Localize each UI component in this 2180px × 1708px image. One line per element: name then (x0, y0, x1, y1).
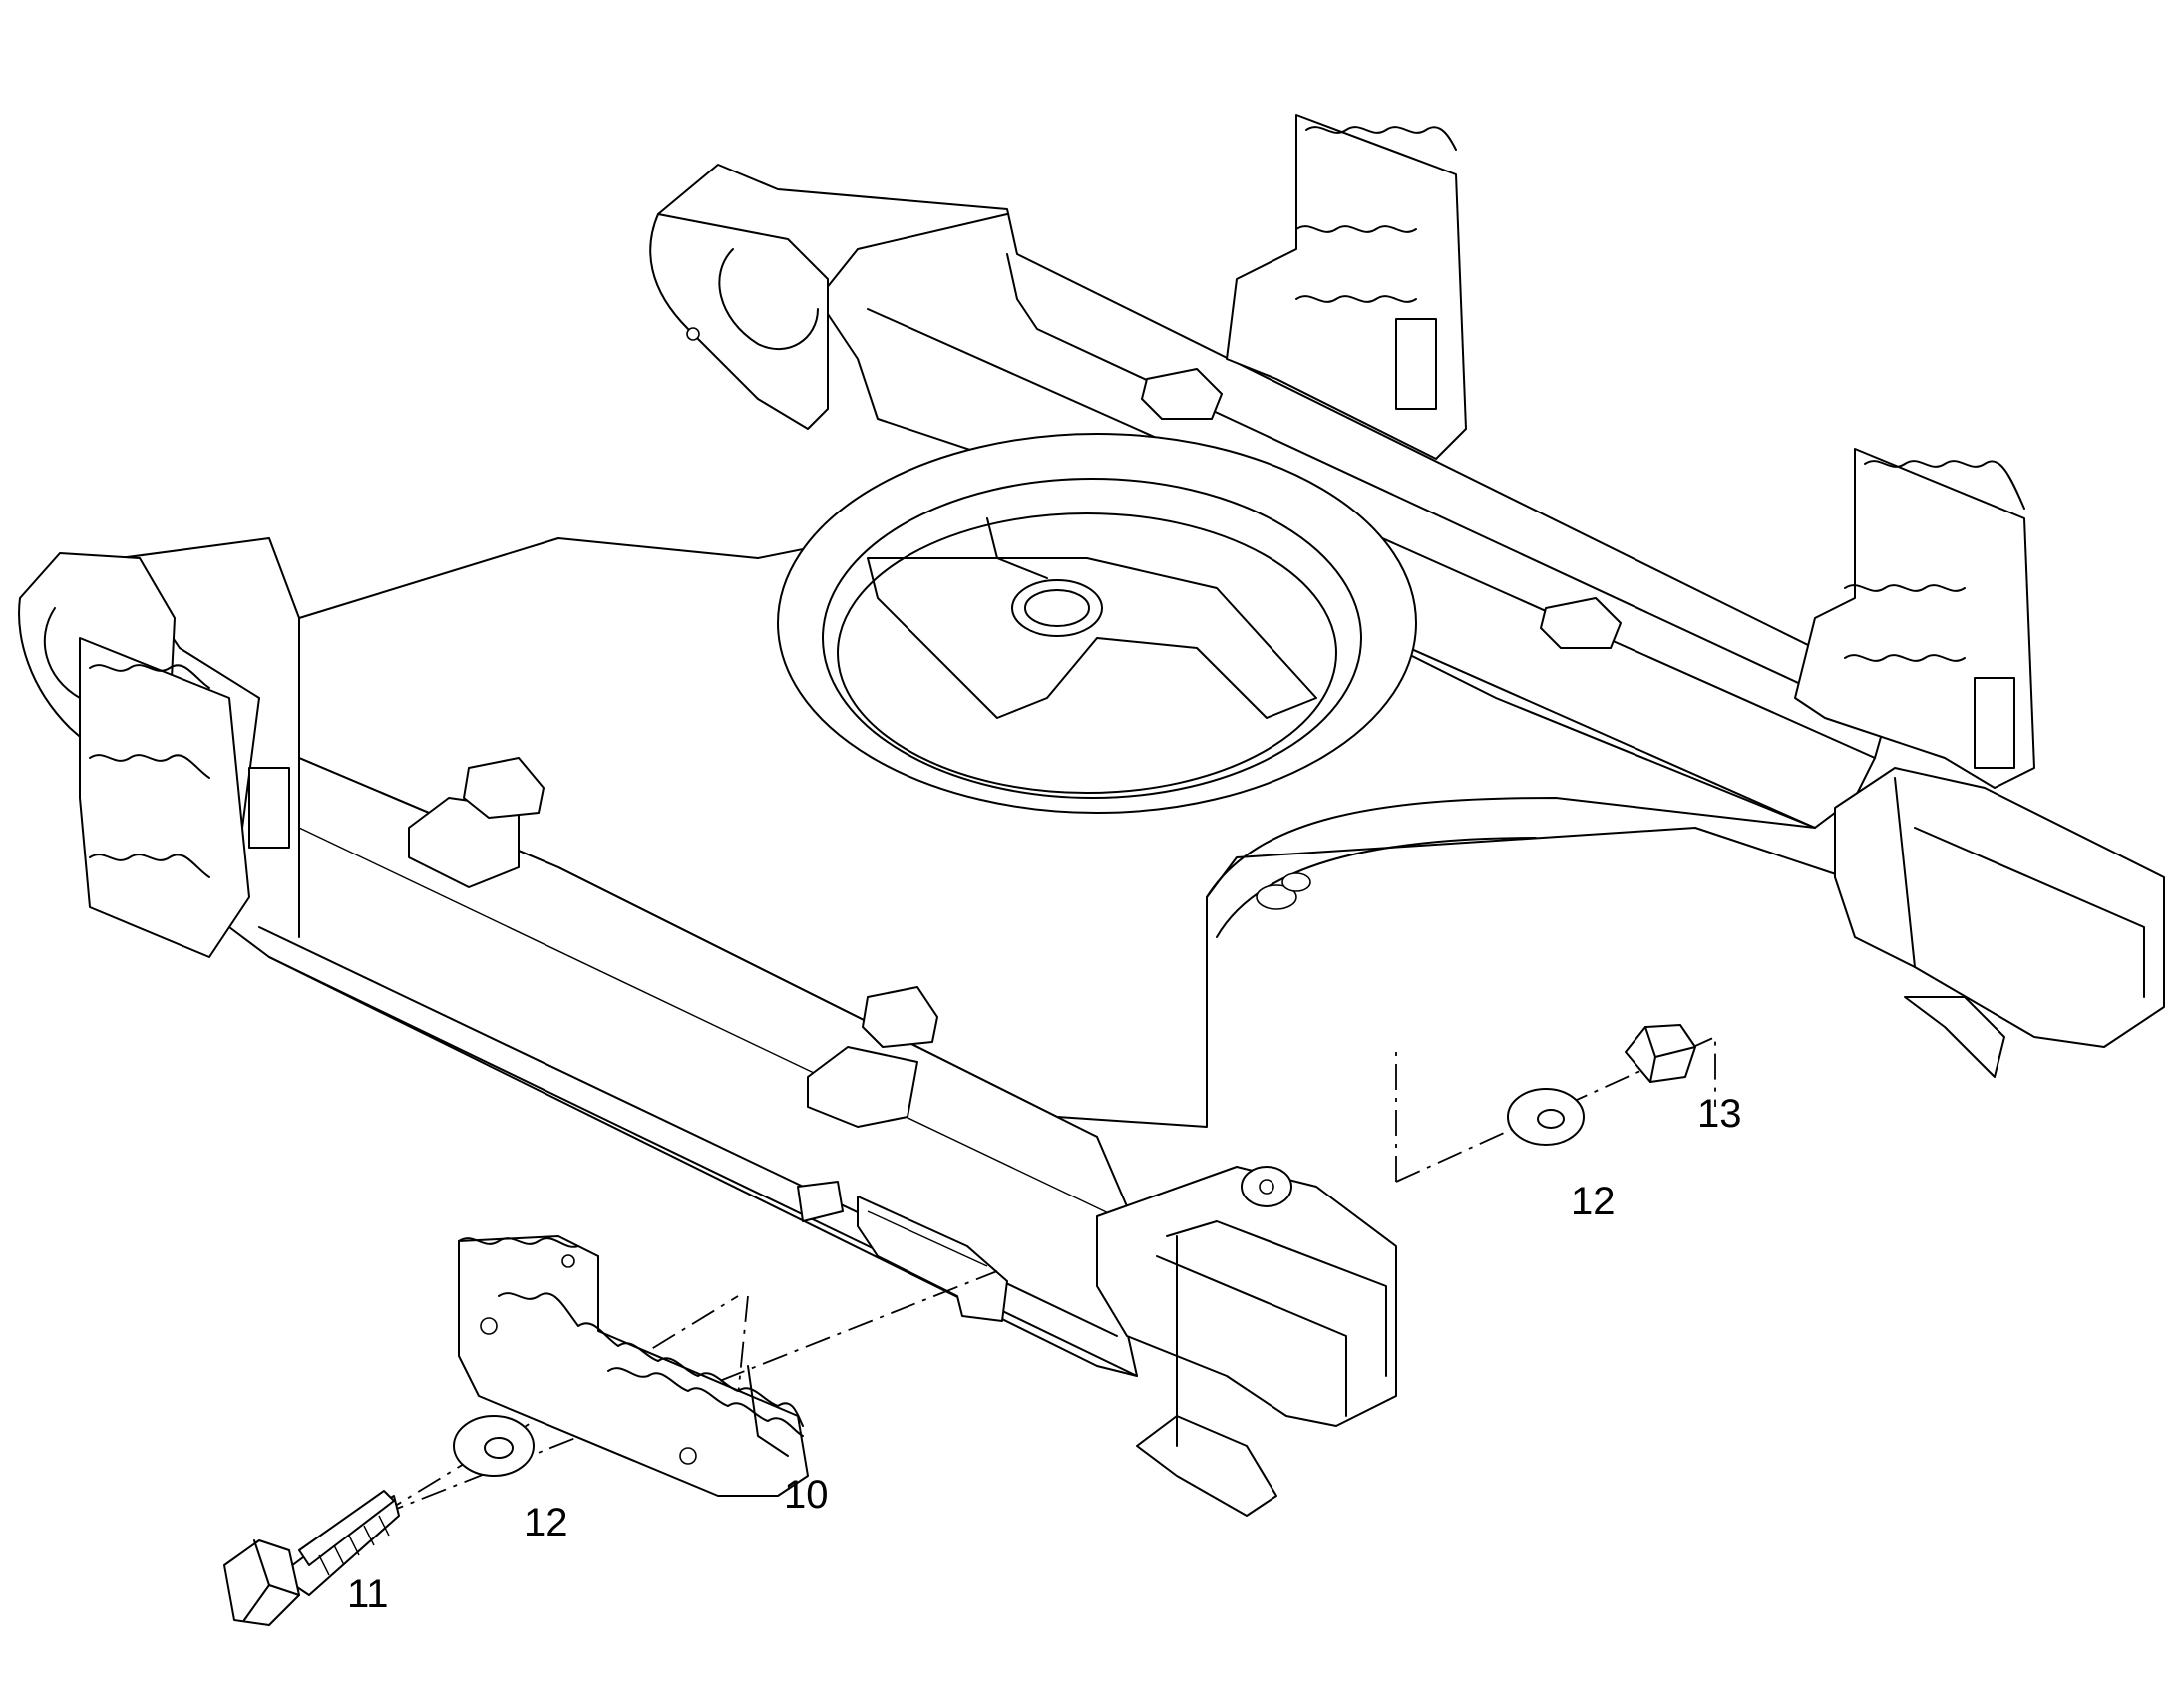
part-11-bolt (223, 1490, 400, 1626)
callout-12-upper: 12 (1571, 1180, 1616, 1223)
callout-13: 13 (1697, 1092, 1742, 1136)
callout-11: 11 (347, 1572, 389, 1616)
frame-step-front-left (79, 637, 290, 958)
lightening-hole-1 (408, 797, 520, 888)
frame-step-rear-upper (1226, 114, 1467, 460)
part-10-step (458, 1235, 809, 1497)
part-12-washer-upper (1507, 1088, 1585, 1146)
frame-step-rear-lower (1794, 448, 2035, 789)
callout-12-lower: 12 (524, 1501, 568, 1544)
pad-2 (862, 986, 938, 1048)
rear-idler-housing (649, 213, 829, 430)
rear-pad-2 (1540, 597, 1622, 649)
pad-1 (463, 757, 545, 819)
callout-10: 10 (784, 1473, 829, 1517)
slot-hole (797, 1181, 844, 1222)
part-13-nut (1625, 1024, 1696, 1083)
swing-bearing-ring (777, 433, 1417, 814)
lightening-hole-2 (807, 1046, 918, 1128)
right-frame-end (1256, 767, 2165, 1078)
step-mount-bracket (857, 1196, 1008, 1322)
front-frame-end (1096, 1166, 1397, 1517)
rear-pad-1 (1141, 368, 1223, 420)
part-12-washer-lower (453, 1415, 535, 1477)
